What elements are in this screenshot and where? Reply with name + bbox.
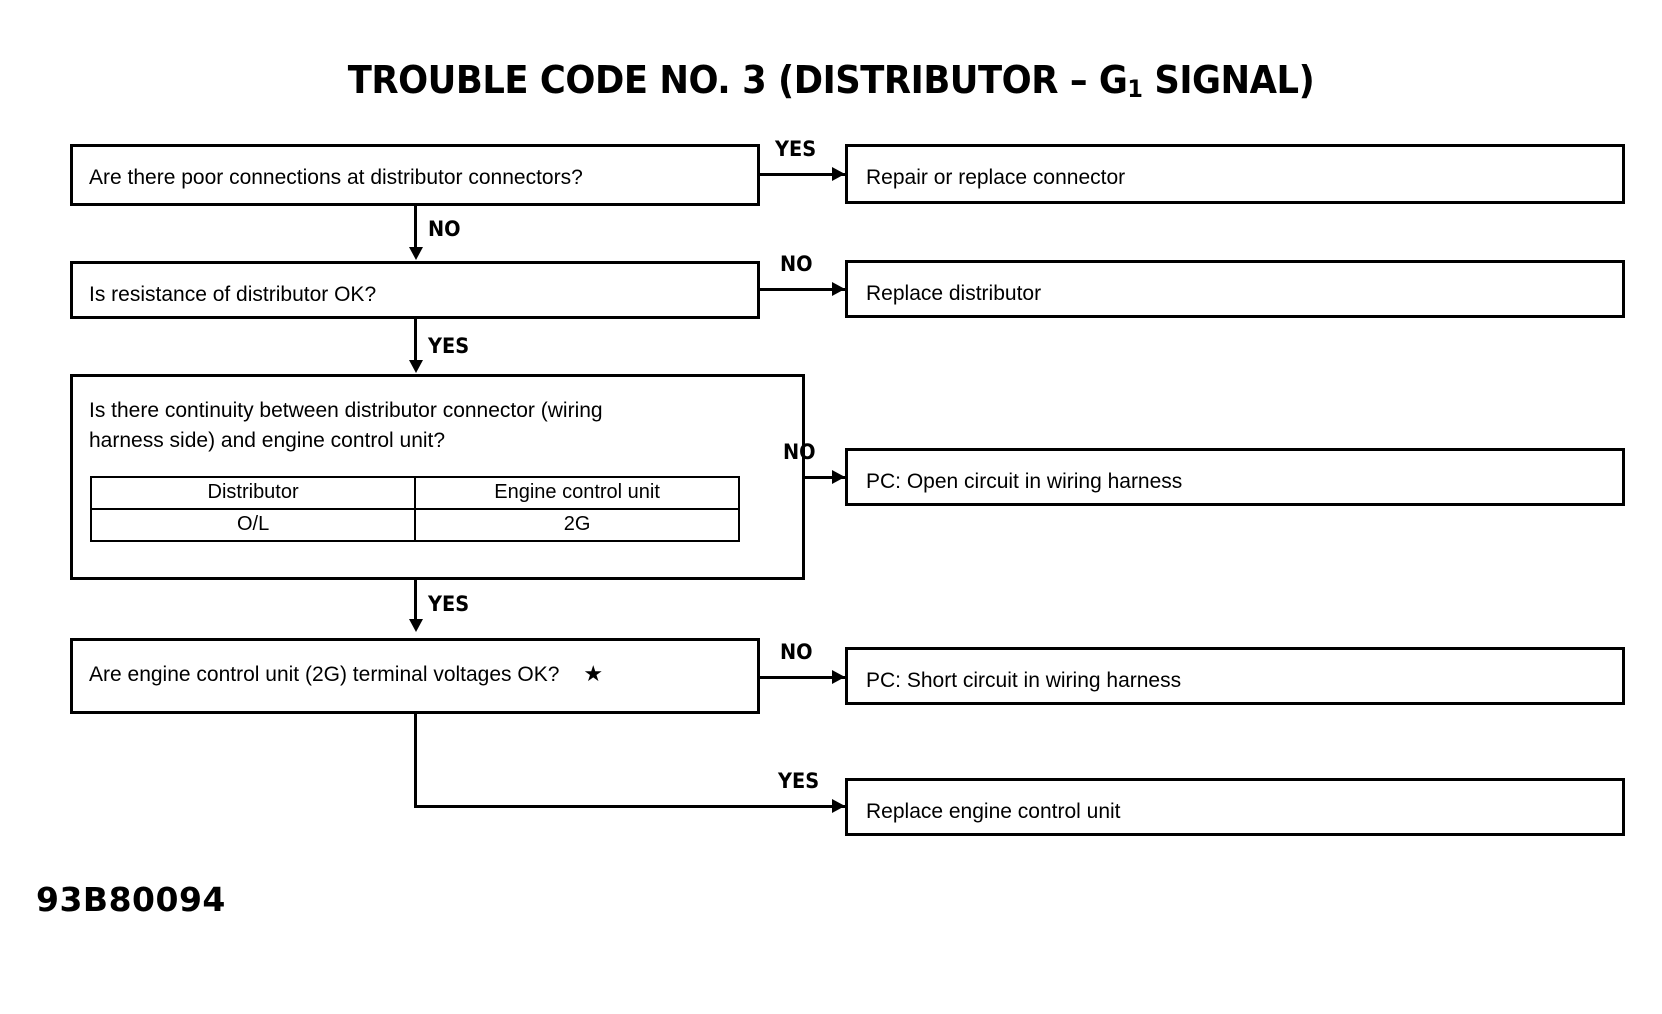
action-3-text: PC: Open circuit in wiring harness [866, 470, 1183, 493]
branch-label-q4-no: NO [780, 640, 813, 664]
table-cell-distributor-value: O/L [89, 508, 417, 542]
connector-q4-yes-horizontal [414, 805, 845, 808]
table-header-row: Distributor Engine control unit [89, 476, 740, 510]
branch-label-q2-yes: YES [428, 334, 470, 358]
arrowhead-q2-no [832, 282, 845, 296]
page-title: TROUBLE CODE NO. 3 (DISTRIBUTOR – G1 SIG… [58, 58, 1604, 103]
table-row: O/L 2G [89, 508, 740, 542]
arrowhead-q1-yes [832, 167, 845, 181]
question-2-text: Is resistance of distributor OK? [89, 283, 377, 306]
branch-label-q1-yes: YES [775, 137, 817, 161]
question-box-2: Is resistance of distributor OK? [70, 261, 760, 319]
figure-code: 93B80094 [36, 880, 226, 919]
branch-label-q3-yes: YES [428, 592, 470, 616]
question-box-1: Are there poor connections at distributo… [70, 144, 760, 206]
connector-q2-yes [414, 319, 417, 361]
action-box-4: PC: Short circuit in wiring harness [845, 647, 1625, 705]
question-box-3: Is there continuity between distributor … [70, 374, 805, 580]
continuity-table: Distributor Engine control unit O/L 2G [89, 476, 740, 542]
action-box-2: Replace distributor [845, 260, 1625, 318]
arrowhead-q1-no [409, 247, 423, 260]
action-box-1: Repair or replace connector [845, 144, 1625, 204]
action-2-text: Replace distributor [866, 282, 1042, 305]
action-box-5: Replace engine control unit [845, 778, 1625, 836]
connector-q4-yes-vertical [414, 714, 417, 808]
page-title-prefix: TROUBLE CODE NO. 3 (DISTRIBUTOR – G [347, 58, 1128, 102]
arrowhead-q3-no [832, 470, 845, 484]
action-1-text: Repair or replace connector [866, 166, 1126, 189]
connector-q1-yes [760, 173, 845, 176]
arrowhead-q2-yes [409, 360, 423, 373]
arrowhead-q3-yes [409, 619, 423, 632]
question-4-label: Are engine control unit (2G) terminal vo… [89, 663, 560, 686]
connector-q4-no [760, 676, 845, 679]
branch-label-q1-no: NO [428, 217, 461, 241]
action-4-text: PC: Short circuit in wiring harness [866, 669, 1182, 692]
table-header-engine-control-unit: Engine control unit [414, 476, 740, 510]
question-1-text: Are there poor connections at distributo… [89, 166, 583, 189]
table-cell-engine-control-unit-value: 2G [414, 508, 740, 542]
connector-q2-no [760, 288, 845, 291]
page-title-suffix: SIGNAL) [1142, 58, 1315, 102]
arrowhead-q4-yes [832, 799, 845, 813]
connector-q3-yes [414, 580, 417, 621]
branch-label-q3-no: NO [783, 440, 816, 464]
arrowhead-q4-no [832, 670, 845, 684]
branch-label-q4-yes: YES [778, 769, 820, 793]
connector-q1-no [414, 206, 417, 249]
question-3-text: Is there continuity between distributor … [89, 399, 603, 452]
branch-label-q2-no: NO [780, 252, 813, 276]
connector-q3-no [805, 476, 845, 479]
question-box-4: Are engine control unit (2G) terminal vo… [70, 638, 760, 714]
action-5-text: Replace engine control unit [866, 800, 1121, 823]
star-icon: ★ [583, 661, 604, 686]
page-title-subscript: 1 [1127, 75, 1143, 103]
table-header-distributor: Distributor [89, 476, 417, 510]
question-4-text: Are engine control unit (2G) terminal vo… [89, 659, 603, 690]
action-box-3: PC: Open circuit in wiring harness [845, 448, 1625, 506]
